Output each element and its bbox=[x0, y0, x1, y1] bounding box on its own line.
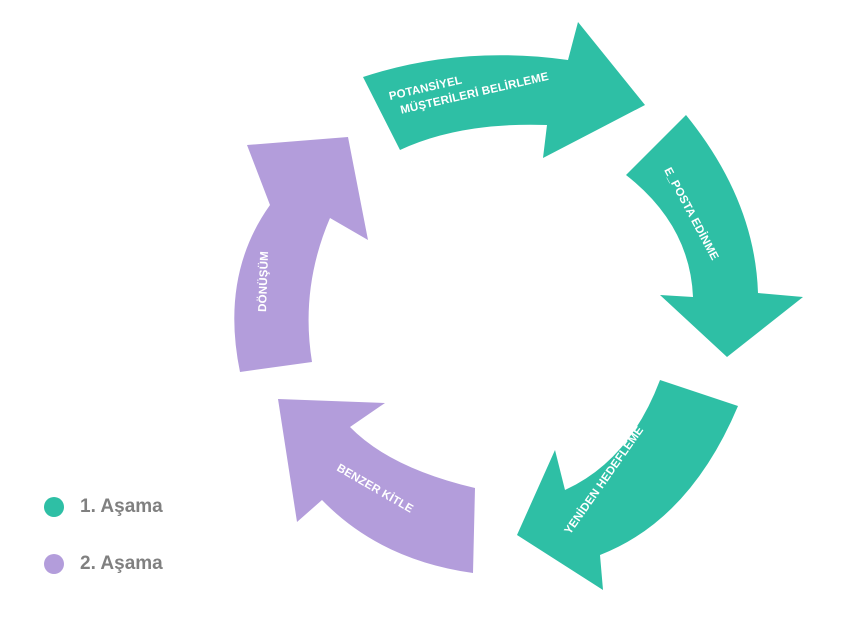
arrow-benzer-kitle: BENZER KİTLE bbox=[278, 399, 475, 573]
legend-item-stage-2: 2. Aşama bbox=[44, 549, 163, 579]
arrow-shape bbox=[363, 22, 645, 158]
arrow-shape bbox=[278, 399, 475, 573]
legend-label: 2. Aşama bbox=[80, 553, 163, 574]
arrow-shape bbox=[234, 137, 368, 372]
legend-dot-stage-1 bbox=[44, 497, 64, 517]
legend-label: 1. Aşama bbox=[80, 496, 163, 517]
arrow-potansiyel-musterileri-belirleme: POTANSİYEL MÜŞTERİLERİ BELİRLEME bbox=[363, 22, 645, 158]
arrow-label: DÖNÜŞÜM bbox=[256, 251, 271, 312]
arrow-donusum: DÖNÜŞÜM bbox=[234, 137, 368, 372]
legend: 1. Aşama 2. Aşama bbox=[44, 492, 163, 606]
legend-item-stage-1: 1. Aşama bbox=[44, 492, 163, 522]
arrow-shape bbox=[626, 115, 803, 357]
arrow-e-posta-edinme: E_POSTA EDİNME bbox=[626, 115, 803, 357]
arrow-shape bbox=[517, 380, 738, 590]
legend-dot-stage-2 bbox=[44, 554, 64, 574]
arrow-yeniden-hedefleme: YENİDEN HEDEFLEME bbox=[517, 380, 738, 590]
